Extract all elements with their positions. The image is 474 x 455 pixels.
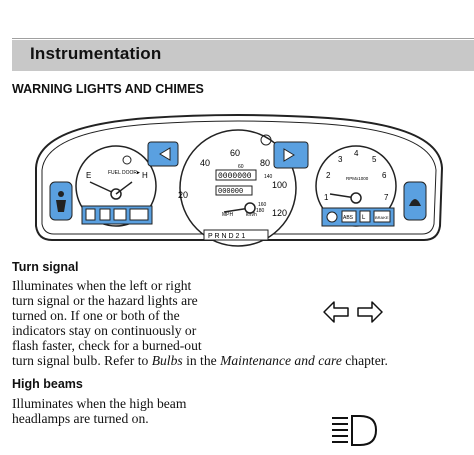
turn-signal-description: Illuminates when the left or right turn … bbox=[12, 278, 388, 368]
high-beams-heading: High beams bbox=[12, 377, 83, 391]
svg-text:6: 6 bbox=[382, 171, 387, 180]
svg-text:20: 20 bbox=[178, 190, 188, 200]
svg-text:RPMx1000: RPMx1000 bbox=[346, 176, 369, 181]
odometer-display bbox=[215, 169, 257, 181]
svg-text:L: L bbox=[362, 215, 366, 221]
high-beams-line-1: Illuminates when the high beam bbox=[12, 396, 187, 411]
page-header: Instrumentation bbox=[0, 0, 474, 78]
svg-text:5: 5 bbox=[372, 155, 377, 164]
temperature-icon bbox=[122, 155, 132, 165]
turn-signal-heading: Turn signal bbox=[12, 260, 79, 274]
turn-signal-line-4: indicators stay on continuously or bbox=[12, 323, 197, 338]
svg-text:60: 60 bbox=[230, 148, 240, 158]
svg-text:7: 7 bbox=[384, 193, 389, 202]
svg-text:140: 140 bbox=[264, 174, 273, 180]
header-bar bbox=[12, 40, 474, 71]
fuel-e-label: E bbox=[86, 171, 91, 180]
svg-text:2: 2 bbox=[326, 171, 331, 180]
svg-text:4: 4 bbox=[354, 149, 359, 158]
svg-text:0000000: 0000000 bbox=[218, 172, 252, 181]
svg-text:P R N D 2 1: P R N D 2 1 bbox=[208, 233, 245, 240]
svg-text:60: 60 bbox=[238, 164, 244, 170]
svg-text:160: 160 bbox=[258, 202, 267, 208]
page-title: Instrumentation bbox=[30, 44, 162, 63]
turn-signal-line-1: Illuminates when the left or right bbox=[12, 278, 192, 293]
header-rule bbox=[12, 38, 474, 39]
high-beams-description: Illuminates when the high beam headlamps… bbox=[12, 396, 186, 426]
svg-text:80: 80 bbox=[260, 158, 270, 168]
svg-text:100: 100 bbox=[272, 180, 287, 190]
high-beams-line-2: headlamps are turned on. bbox=[12, 411, 149, 426]
svg-text:km/h: km/h bbox=[246, 212, 257, 218]
turn-signal-line-2: turn signal or the hazard lights are bbox=[12, 293, 198, 308]
svg-text:MPH: MPH bbox=[222, 212, 234, 218]
svg-text:►: ► bbox=[136, 170, 141, 176]
svg-text:BRAKE: BRAKE bbox=[375, 215, 389, 220]
svg-text:1: 1 bbox=[324, 193, 329, 202]
svg-text:3: 3 bbox=[338, 155, 343, 164]
fuel-h-label: H bbox=[142, 171, 148, 180]
high-beam-icon bbox=[332, 415, 378, 446]
trip-display bbox=[215, 185, 253, 196]
instrument-cluster-illustration: FUEL DOOR ► E H 20 40 60 80 100 120 60 1… bbox=[35, 114, 444, 247]
turn-signal-arrows-icon bbox=[323, 301, 383, 323]
svg-text:40: 40 bbox=[200, 158, 210, 168]
turn-signal-line-3: turned on. If one or both of the bbox=[12, 308, 180, 323]
turn-signal-line-6: turn signal bulb. Refer to Bulbs in the … bbox=[12, 353, 388, 368]
svg-text:120: 120 bbox=[272, 208, 287, 218]
airbag-icon bbox=[260, 134, 272, 146]
svg-text:000000: 000000 bbox=[218, 188, 243, 196]
svg-text:ABS: ABS bbox=[343, 215, 354, 221]
turn-signal-line-5: flash faster, check for a burned-out bbox=[12, 338, 202, 353]
section-title: WARNING LIGHTS AND CHIMES bbox=[12, 82, 204, 96]
gear-indicator bbox=[203, 229, 269, 241]
svg-text:180: 180 bbox=[256, 208, 265, 214]
fuel-door-label: FUEL DOOR bbox=[108, 170, 137, 176]
